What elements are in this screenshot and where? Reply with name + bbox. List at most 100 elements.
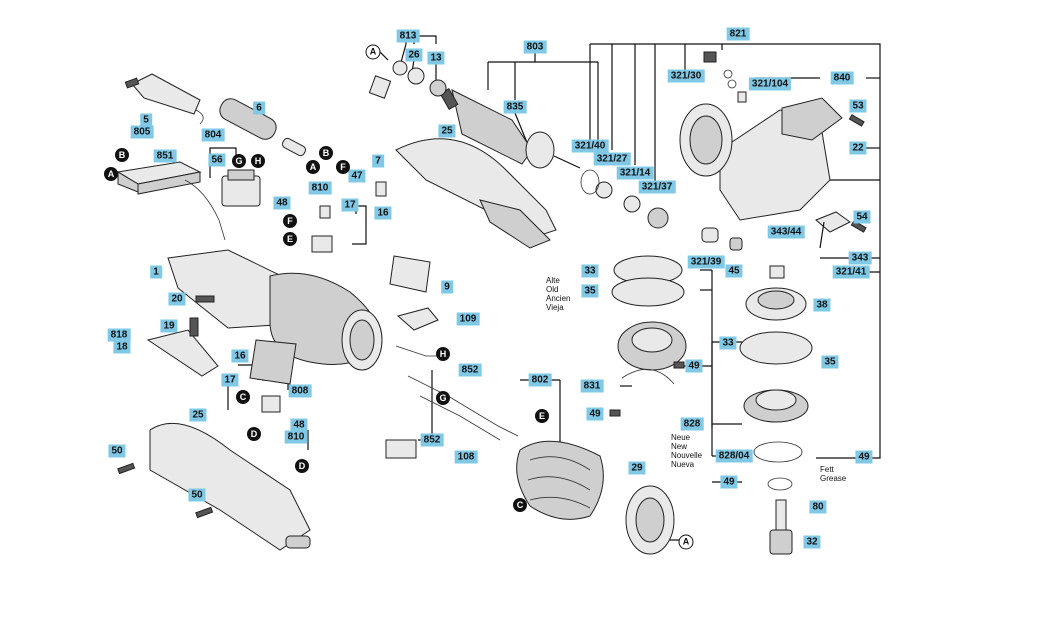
part-label-49-new-left: 49	[720, 475, 738, 489]
callout-a-left: A	[104, 167, 118, 181]
part-label-821: 821	[726, 27, 750, 41]
note-new-es: Nueva	[671, 460, 695, 469]
part-label-321-27: 321/27	[593, 152, 631, 166]
callout-c-bottom: C	[513, 498, 527, 512]
part-label-851: 851	[153, 149, 177, 163]
part-label-22: 22	[849, 141, 867, 155]
part-label-80: 80	[809, 500, 827, 514]
switch-module	[116, 161, 261, 241]
gear-housing-cover	[395, 138, 557, 249]
part-label-808: 808	[288, 384, 312, 398]
part-label-828-04: 828/04	[715, 449, 753, 463]
motor-housing	[167, 249, 383, 371]
callout-a-bottom: A	[678, 534, 694, 550]
callout-e-top: E	[283, 232, 297, 246]
part-label-803: 803	[523, 40, 547, 54]
part-label-25-bottom: 25	[189, 408, 207, 422]
part-label-321-39: 321/39	[687, 255, 725, 269]
part-label-49-old-left: 49	[586, 407, 604, 421]
part-label-45: 45	[725, 264, 743, 278]
wiring-and-brushes	[146, 181, 519, 459]
spindle-lock-parts	[701, 114, 867, 279]
callout-h-top: H	[251, 154, 265, 168]
part-label-810-bottom: 810	[284, 430, 308, 444]
part-label-852-top: 852	[458, 363, 482, 377]
part-label-32: 32	[803, 535, 821, 549]
callout-f-top: F	[336, 160, 350, 174]
part-label-321-104: 321/104	[748, 77, 792, 91]
part-label-813: 813	[396, 29, 420, 43]
part-label-50-left: 50	[108, 444, 126, 458]
plug-and-cable	[124, 73, 307, 157]
part-label-805: 805	[130, 125, 154, 139]
note-old-en: Old	[546, 285, 559, 294]
bearing-flange-old	[609, 255, 687, 417]
bearing-flange-new	[739, 331, 813, 555]
part-label-828: 828	[680, 417, 704, 431]
part-label-6: 6	[253, 101, 265, 115]
part-label-33-old: 33	[581, 264, 599, 278]
part-label-49-old-right: 49	[685, 359, 703, 373]
callout-g-top: G	[232, 154, 246, 168]
part-label-818: 818	[107, 328, 131, 342]
part-label-321-41: 321/41	[832, 265, 870, 279]
note-new-fr: Nouvelle	[671, 451, 703, 460]
part-label-321-40: 321/40	[571, 139, 609, 153]
note-old-es: Vieja	[546, 303, 564, 312]
leader-lines	[209, 35, 881, 541]
note-new-de: Neue	[671, 433, 691, 442]
part-label-343: 343	[848, 251, 872, 265]
part-label-48-bottom: 48	[290, 418, 308, 432]
part-label-109: 109	[456, 312, 480, 326]
part-label-49-new-right: 49	[855, 450, 873, 464]
handle-25	[117, 422, 311, 551]
part-label-840: 840	[830, 71, 854, 85]
callout-b-mid: B	[319, 146, 333, 160]
part-label-53: 53	[849, 99, 867, 113]
part-label-20: 20	[168, 292, 186, 306]
part-label-48-top: 48	[273, 196, 291, 210]
note-new: Neue New Nouvelle Nueva	[671, 433, 702, 469]
callout-h-mid: H	[436, 347, 450, 361]
note-grease-en: Grease	[820, 474, 847, 483]
part-label-26: 26	[405, 48, 423, 62]
gearbox-head	[679, 51, 843, 221]
callout-g-mid: G	[436, 391, 450, 405]
note-old-de: Alte	[546, 276, 560, 285]
callout-a-top: A	[365, 44, 381, 60]
note-old: Alte Old Ancien Vieja	[546, 276, 570, 312]
part-label-321-37: 321/37	[638, 180, 676, 194]
part-label-321-30: 321/30	[667, 69, 705, 83]
part-label-35-new: 35	[821, 355, 839, 369]
part-label-343-44: 343/44	[767, 225, 805, 239]
part-label-7: 7	[372, 154, 384, 168]
part-label-5: 5	[140, 113, 152, 127]
callout-f-mid: F	[283, 214, 297, 228]
part-label-831: 831	[580, 379, 604, 393]
part-label-810-top: 810	[308, 181, 332, 195]
part-label-1: 1	[150, 265, 162, 279]
part-label-56: 56	[208, 153, 226, 167]
note-new-en: New	[671, 442, 688, 451]
callout-d-left: D	[247, 427, 261, 441]
air-guide-29	[625, 485, 675, 555]
part-label-16-top: 16	[374, 206, 392, 220]
part-label-33-new: 33	[719, 336, 737, 350]
part-label-18: 18	[113, 340, 131, 354]
part-label-29: 29	[628, 461, 646, 475]
part-label-9: 9	[441, 280, 453, 294]
part-label-17-top: 17	[341, 198, 359, 212]
callout-e-bottom: E	[535, 409, 549, 423]
callout-a-mid: A	[306, 160, 320, 174]
part-label-16-bottom: 16	[231, 349, 249, 363]
part-label-802: 802	[528, 373, 552, 387]
note-old-fr: Ancien	[546, 294, 571, 303]
part-label-852-bottom: 852	[420, 433, 444, 447]
part-label-54: 54	[853, 210, 871, 224]
field-coil	[516, 440, 604, 520]
bearings	[368, 60, 669, 229]
callout-b-left: B	[115, 148, 129, 162]
bevel-gear-38	[745, 287, 807, 321]
part-label-19: 19	[160, 319, 178, 333]
